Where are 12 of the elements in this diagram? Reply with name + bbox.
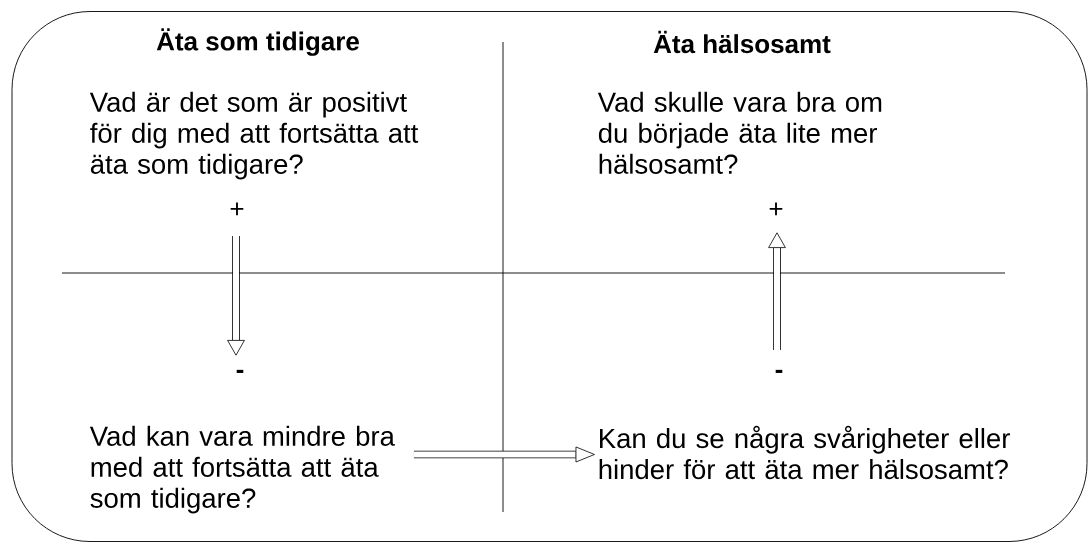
heading: Äta som tidigare — [156, 28, 359, 56]
plus-sign: + — [230, 202, 244, 216]
question-text: Vad skulle vara bra om du började äta lite mer hälsosamt? — [597, 91, 882, 174]
question-text: Vad är det som är positivt för dig med att fortsätta att äta som tidigare? — [89, 91, 419, 180]
arrow — [413, 446, 595, 463]
heading: Äta hälsosamt — [653, 30, 831, 54]
rounded-frame — [11, 11, 1088, 542]
minus-sign: - — [236, 369, 244, 373]
question-text: Kan du se några svårigheter eller hinder för att äta mer hälsosamt? — [599, 425, 1010, 480]
minus-sign: - — [775, 369, 783, 373]
question-text: Vad kan vara mindre bra med att fortsätta att äta som tidigare? — [89, 425, 395, 514]
plus-sign: + — [769, 202, 783, 216]
